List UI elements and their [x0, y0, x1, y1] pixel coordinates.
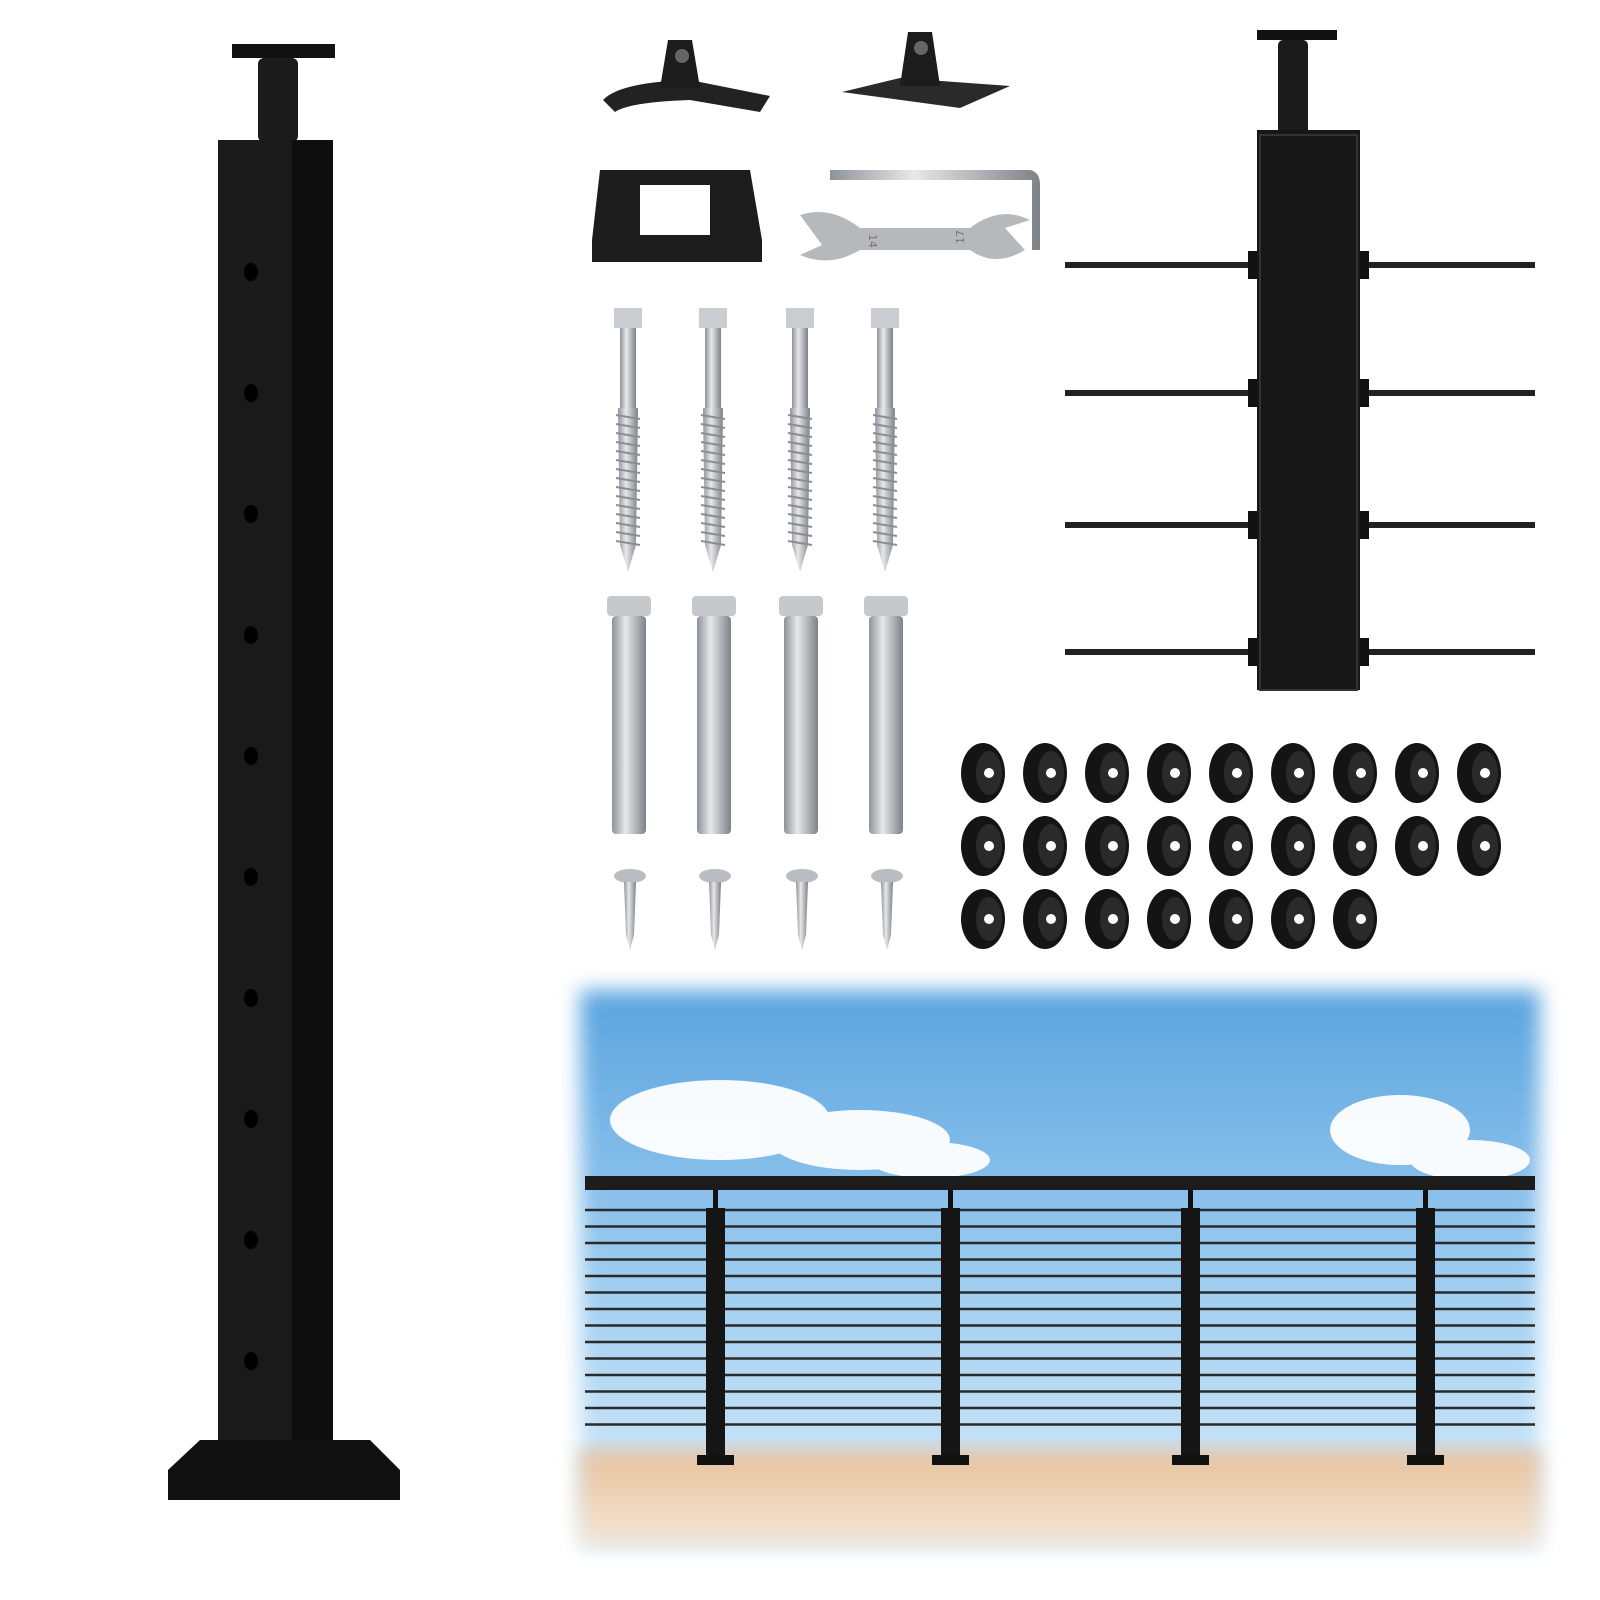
grommet	[1333, 889, 1377, 949]
grommet	[1023, 889, 1067, 949]
wrench-label-14: 14	[866, 234, 879, 248]
railing-post	[168, 44, 400, 1500]
post-base-plate	[168, 1440, 400, 1500]
scene-post	[697, 1190, 734, 1465]
post-hole	[244, 1231, 258, 1249]
scene-post	[1407, 1190, 1444, 1465]
scene-post	[932, 1190, 969, 1465]
allen-key	[830, 170, 1040, 250]
post-cable-detail	[1065, 30, 1535, 691]
base-cover	[592, 170, 762, 262]
wrench: 14 17	[800, 211, 1030, 261]
post-top-plate	[232, 44, 335, 58]
clouds	[610, 1080, 1530, 1180]
fasteners	[607, 308, 908, 950]
grommet	[1085, 816, 1129, 876]
wood-screw	[614, 869, 646, 950]
top-rail-bracket-flat	[842, 32, 1010, 108]
railing-scene	[580, 990, 1540, 1550]
lag-screw	[871, 308, 899, 572]
grommet	[1147, 816, 1191, 876]
post-hole	[244, 626, 258, 644]
grommet	[1147, 889, 1191, 949]
post-hole	[244, 384, 258, 402]
grommet	[1457, 816, 1501, 876]
post-hole	[244, 868, 258, 886]
post-hole	[244, 747, 258, 765]
top-rail-bracket-curved	[603, 40, 770, 112]
grommet	[1023, 743, 1067, 803]
wood-screw	[871, 869, 903, 950]
anchor-bolt	[779, 596, 823, 834]
grommet	[1147, 743, 1191, 803]
grommet	[1271, 743, 1315, 803]
lag-screw	[786, 308, 814, 572]
anchor-bolt	[607, 596, 651, 834]
grommet	[1209, 743, 1253, 803]
grommet	[1395, 816, 1439, 876]
grommet	[1023, 816, 1067, 876]
grommet	[1085, 743, 1129, 803]
grommet	[1271, 889, 1315, 949]
post-hole	[244, 1352, 258, 1370]
grommet	[1395, 743, 1439, 803]
grommet	[1457, 743, 1501, 803]
grommet	[1085, 889, 1129, 949]
wood-screw	[699, 869, 731, 950]
anchor-bolt	[864, 596, 908, 834]
grommet	[961, 816, 1005, 876]
lag-screw	[699, 308, 727, 572]
wrench-label-17: 17	[954, 230, 967, 244]
post-hole	[244, 989, 258, 1007]
scene-post	[1172, 1190, 1209, 1465]
lag-screw	[614, 308, 642, 572]
grommet	[1271, 816, 1315, 876]
post-hole	[244, 263, 258, 281]
post-hole	[244, 505, 258, 523]
grommet	[1209, 816, 1253, 876]
anchor-bolt	[692, 596, 736, 834]
grommet	[1333, 743, 1377, 803]
grommet	[961, 743, 1005, 803]
grommet	[961, 889, 1005, 949]
post-swivel	[258, 58, 298, 142]
cable-grommets	[961, 743, 1501, 949]
wood-screw	[786, 869, 818, 950]
post-hole	[244, 1110, 258, 1128]
grommet	[1209, 889, 1253, 949]
grommet	[1333, 816, 1377, 876]
